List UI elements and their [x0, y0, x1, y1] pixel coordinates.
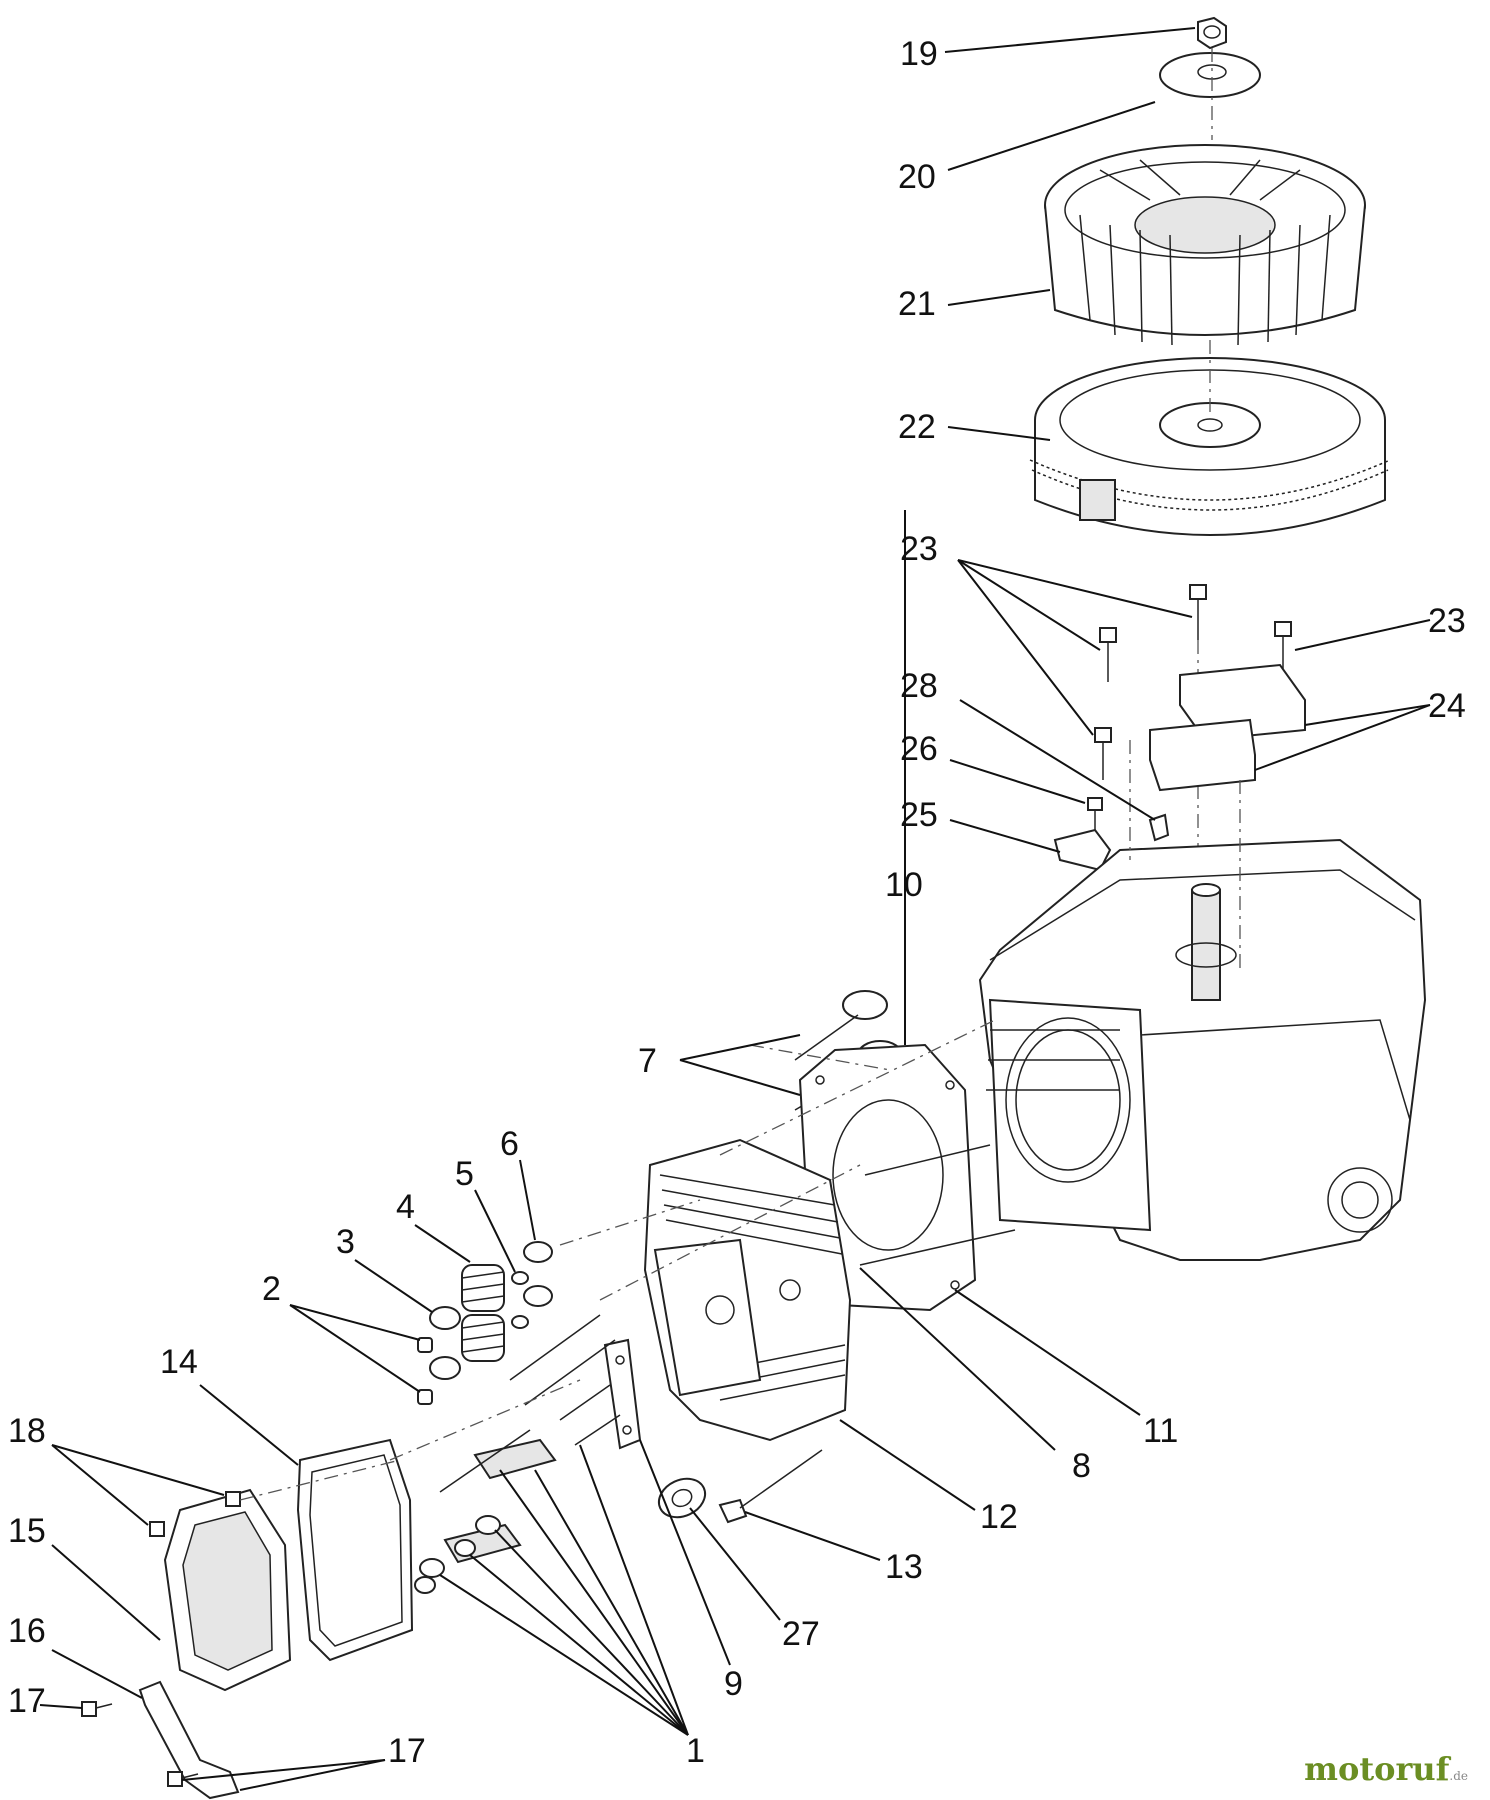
callout-8: 8 [1072, 1447, 1091, 1485]
callout-27: 27 [782, 1615, 820, 1653]
callout-23-left: 23 [900, 530, 938, 568]
callout-16: 16 [8, 1612, 46, 1650]
callout-21: 21 [898, 285, 936, 323]
leader-lines [39, 27, 1431, 1791]
part-20-flywheel-washer [1159, 52, 1261, 98]
callout-22: 22 [898, 408, 936, 446]
callout-labels: 19 20 21 22 23 23 24 28 26 25 10 7 6 5 4… [8, 35, 1466, 1770]
part-4-valve-springs [461, 1264, 505, 1362]
part-27-exhaust-gasket [657, 1477, 707, 1519]
callout-2: 2 [262, 1270, 281, 1308]
callout-3: 3 [336, 1223, 355, 1261]
alignment-lines [239, 740, 1241, 1501]
callout-7: 7 [638, 1042, 657, 1080]
callout-17-left: 17 [8, 1682, 46, 1720]
callout-6: 6 [500, 1125, 519, 1163]
callout-10: 10 [885, 866, 923, 904]
part-25-bracket [1053, 828, 1112, 872]
part-13-head-bolt [718, 1449, 823, 1524]
part-1-rocker-assembly [414, 1384, 621, 1594]
part-15-valve-cover [163, 1488, 292, 1692]
callout-5: 5 [455, 1155, 474, 1193]
part-14-cover-gasket [296, 1438, 414, 1662]
part-11-head-gasket [798, 1043, 977, 1312]
part-3-spring-seats [429, 1306, 461, 1380]
callout-1: 1 [686, 1732, 705, 1770]
crankcase-block [978, 838, 1427, 1261]
callout-14: 14 [160, 1343, 198, 1381]
callout-17-bottom: 17 [388, 1732, 426, 1770]
callout-19: 19 [900, 35, 938, 73]
watermark-tld: .de [1449, 1769, 1468, 1783]
part-6-retainers [523, 1241, 553, 1307]
callout-23-right: 23 [1428, 602, 1466, 640]
callout-24: 24 [1428, 687, 1466, 725]
rocker-studs [439, 1314, 616, 1493]
watermark-logo: motoruf.de [1304, 1750, 1468, 1788]
part-23-bolts [1094, 584, 1292, 780]
part-26-screw [1087, 797, 1103, 830]
callout-4: 4 [396, 1188, 415, 1226]
callout-18: 18 [8, 1412, 46, 1450]
callout-26: 26 [900, 730, 938, 768]
watermark-brand: motoruf [1304, 1750, 1450, 1788]
callout-20: 20 [898, 158, 936, 196]
callout-12: 12 [980, 1498, 1018, 1536]
part-24-ignition-coils [1149, 663, 1306, 792]
callout-15: 15 [8, 1512, 46, 1550]
part-21-cooling-fan [1044, 144, 1366, 346]
part-8-studs [859, 1144, 1016, 1266]
callout-11: 11 [1143, 1412, 1178, 1450]
callout-28: 28 [900, 667, 938, 705]
part-18-cover-bolts [149, 1491, 241, 1537]
part-5-collets [511, 1271, 529, 1329]
callout-9: 9 [724, 1665, 743, 1703]
part-9-bracket [603, 1338, 642, 1450]
part-22-flywheel [1029, 357, 1391, 536]
part-16-breather [138, 1680, 240, 1800]
part-19-flywheel-nut [1197, 16, 1227, 50]
part-2-valve-seals [417, 1337, 433, 1405]
part-28-key [1148, 813, 1170, 842]
callout-13: 13 [885, 1548, 923, 1586]
callout-25: 25 [900, 796, 938, 834]
part-12-cylinder-head [643, 1138, 852, 1442]
